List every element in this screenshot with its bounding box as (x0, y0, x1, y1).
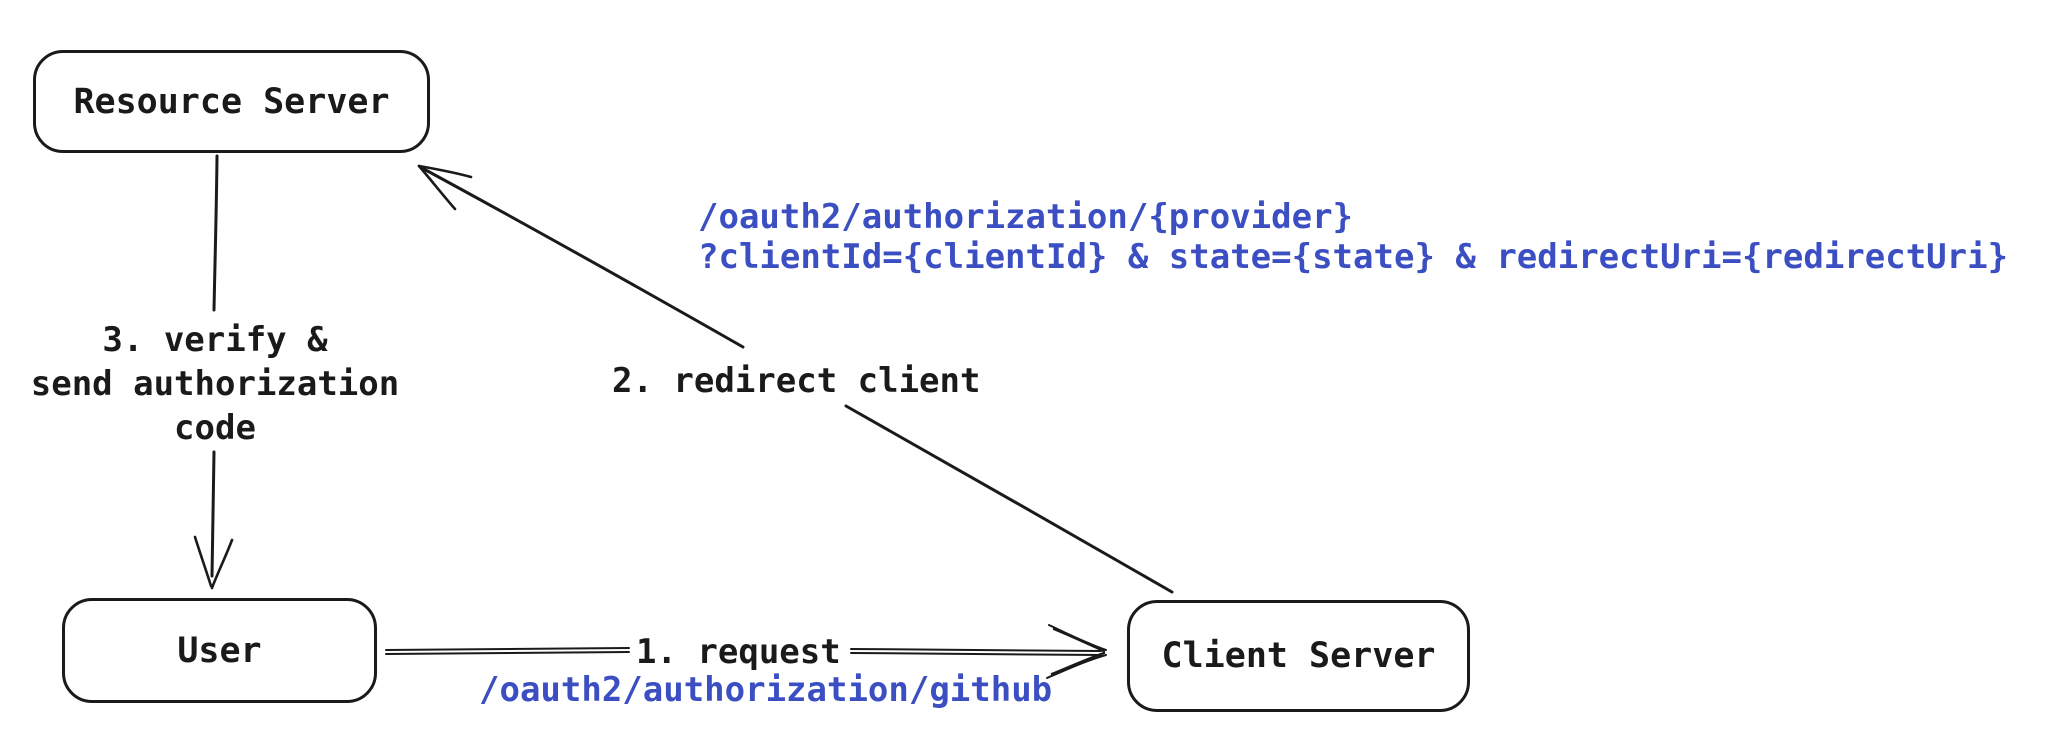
code-redirect-endpoint-line: ?clientId={clientId} & state={state} & r… (698, 237, 2009, 277)
arrowhead-right-icon (1050, 651, 1106, 676)
arrowhead-down-icon (210, 538, 234, 590)
arrow-shaft (850, 652, 1102, 656)
arrowhead-upleft-icon (417, 164, 473, 179)
node-client-server: Client Server (1127, 600, 1470, 712)
arrow-shaft (844, 404, 1174, 594)
arrow-request (385, 624, 1107, 679)
arrow-shaft (385, 647, 630, 651)
arrow-verify-send-code (193, 154, 234, 590)
node-client-server-label: Client Server (1161, 636, 1436, 676)
label-step3-line: send authorization (30, 364, 400, 404)
node-resource-server-label: Resource Server (73, 81, 390, 122)
arrow-redirect-client (417, 164, 1174, 594)
label-step3-line: 3. verify & (102, 320, 328, 360)
arrow-shaft (420, 166, 745, 349)
arrowhead-upleft-icon (417, 164, 457, 211)
arrow-shaft (210, 450, 216, 578)
arrowhead-right-icon (1048, 624, 1107, 651)
node-resource-server: Resource Server (33, 50, 430, 153)
label-step3-line: code (174, 408, 256, 448)
label-step1-request: 1. request (636, 632, 841, 672)
code-redirect-endpoint-line: /oauth2/authorization/{provider} (698, 197, 1354, 237)
arrowhead-right-icon (1046, 654, 1107, 679)
code-redirect-endpoint: /oauth2/authorization/{provider} ?client… (698, 197, 2008, 277)
label-step3-verify: 3. verify & send authorization code (30, 318, 400, 450)
arrow-shaft (385, 651, 630, 655)
node-user-label: User (177, 630, 262, 671)
arrowhead-down-icon (193, 535, 213, 588)
node-user: User (62, 598, 377, 703)
arrow-shaft (850, 648, 1102, 652)
arrow-shaft (212, 154, 219, 312)
code-request-endpoint: /oauth2/authorization/github (479, 670, 1053, 710)
label-step2-redirect: 2. redirect client (612, 361, 981, 401)
